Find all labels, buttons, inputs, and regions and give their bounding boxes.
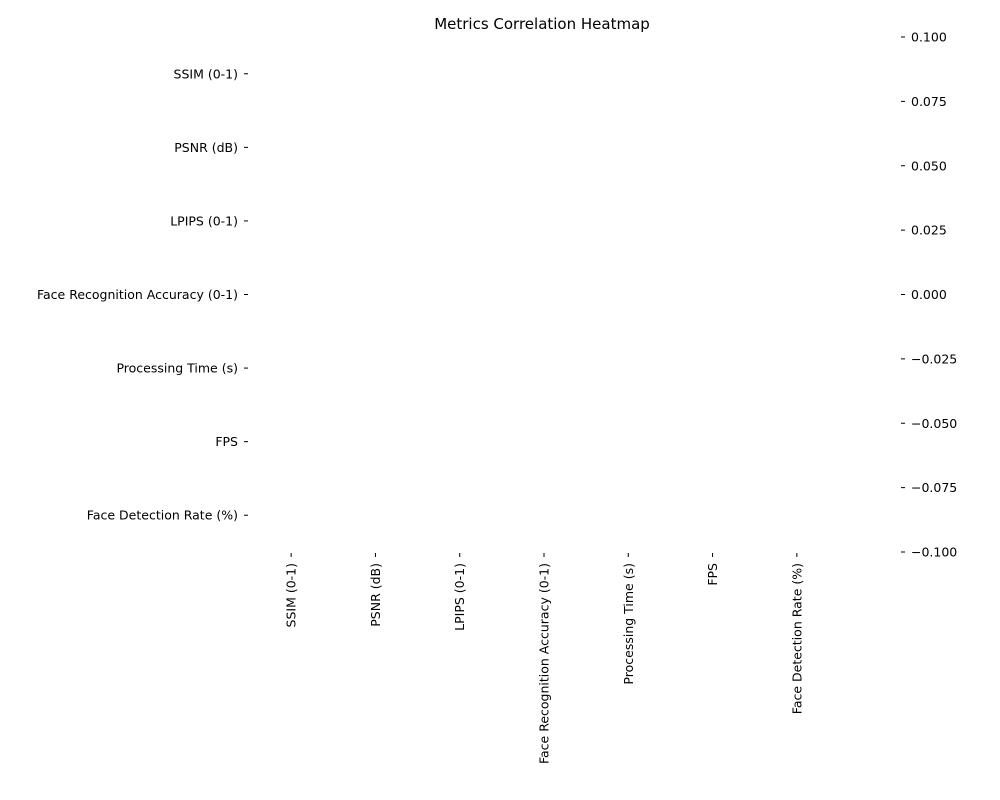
colorbar-tick-label: 0.025	[911, 223, 947, 238]
heatmap-cell	[333, 478, 417, 552]
heatmap-cell	[249, 37, 333, 111]
heatmap-cell	[333, 331, 417, 405]
heatmap-cell	[586, 478, 670, 552]
colorbar-tick-label: 0.075	[911, 94, 947, 109]
heatmap-cell	[502, 405, 586, 479]
heatmap-cell	[586, 184, 670, 258]
heatmap-cell	[755, 184, 839, 258]
colorbar-tick-label: 0.050	[911, 158, 947, 173]
heatmap-cell	[502, 331, 586, 405]
heatmap-cell	[418, 405, 502, 479]
heatmap-cell	[586, 111, 670, 185]
x-tick-label: PSNR (dB)	[368, 563, 383, 627]
y-axis: SSIM (0-1) PSNR (dB) LPIPS (0-1) Face Recog…	[37, 66, 248, 523]
heatmap-cell	[333, 111, 417, 185]
y-tick-label: Face Detection Rate (%)	[87, 508, 238, 523]
heatmap-cell	[333, 184, 417, 258]
heatmap-cell	[502, 258, 586, 332]
heatmap-cell	[418, 258, 502, 332]
x-tick-label: FPS	[705, 563, 720, 586]
heatmap-cell	[755, 331, 839, 405]
y-tick-label: Face Recognition Accuracy (0-1)	[37, 287, 238, 302]
colorbar-tick-label: −0.100	[911, 545, 957, 560]
heatmap-cell	[586, 405, 670, 479]
y-tick-label: LPIPS (0-1)	[170, 213, 238, 228]
heatmap-cell	[670, 258, 754, 332]
heatmap-cell	[586, 37, 670, 111]
heatmap-cell	[586, 258, 670, 332]
x-tick-label: LPIPS (0-1)	[452, 563, 467, 631]
heatmap-cell	[418, 37, 502, 111]
colorbar-tick-label: 0.100	[911, 30, 947, 45]
x-axis: SSIM (0-1) PSNR (dB) LPIPS (0-1) Face Recog…	[284, 553, 804, 764]
heatmap-cell	[755, 37, 839, 111]
heatmap-cell	[249, 478, 333, 552]
colorbar-tick-label: 0.000	[911, 287, 947, 302]
heatmap-cell	[249, 111, 333, 185]
heatmap-cell	[755, 111, 839, 185]
heatmap-cell	[333, 258, 417, 332]
heatmap-cell	[755, 258, 839, 332]
heatmap-cell	[502, 478, 586, 552]
y-tick-label: SSIM (0-1)	[174, 66, 238, 81]
heatmap-cell	[502, 111, 586, 185]
chart-title: Metrics Correlation Heatmap	[434, 15, 650, 33]
x-tick-label: Processing Time (s)	[621, 563, 636, 685]
heatmap-cell	[670, 37, 754, 111]
heatmap-cell	[670, 184, 754, 258]
x-tick-label: Face Detection Rate (%)	[789, 563, 804, 714]
colorbar-tick-label: −0.025	[911, 351, 957, 366]
heatmap-cell	[670, 111, 754, 185]
heatmap-cell	[249, 331, 333, 405]
colorbar: 0.100 0.075 0.050 0.025 0.000 −0.025 −0.050 −0.…	[901, 30, 957, 560]
heatmap-cell	[670, 331, 754, 405]
colorbar-tick-label: −0.050	[911, 416, 957, 431]
heatmap-cell	[249, 184, 333, 258]
heatmap-cell	[249, 258, 333, 332]
heatmap-cell	[418, 184, 502, 258]
heatmap-cell	[418, 331, 502, 405]
heatmap-cell	[502, 184, 586, 258]
heatmap-cell	[418, 111, 502, 185]
heatmap-cell	[333, 405, 417, 479]
x-tick-label: Face Recognition Accuracy (0-1)	[537, 563, 552, 764]
y-tick-label: FPS	[215, 434, 238, 449]
heatmap-cell	[755, 478, 839, 552]
heatmap-cell	[418, 478, 502, 552]
heatmap-cell	[586, 331, 670, 405]
y-tick-label: Processing Time (s)	[116, 361, 238, 376]
heatmap-cell	[670, 405, 754, 479]
heatmap-cells	[249, 37, 839, 552]
heatmap-cell	[670, 478, 754, 552]
heatmap-cell	[333, 37, 417, 111]
x-tick-label: SSIM (0-1)	[284, 563, 299, 627]
heatmap-cell	[755, 405, 839, 479]
colorbar-tick-label: −0.075	[911, 480, 957, 495]
heatmap-cell	[249, 405, 333, 479]
heatmap-cell	[502, 37, 586, 111]
y-tick-label: PSNR (dB)	[174, 140, 238, 155]
